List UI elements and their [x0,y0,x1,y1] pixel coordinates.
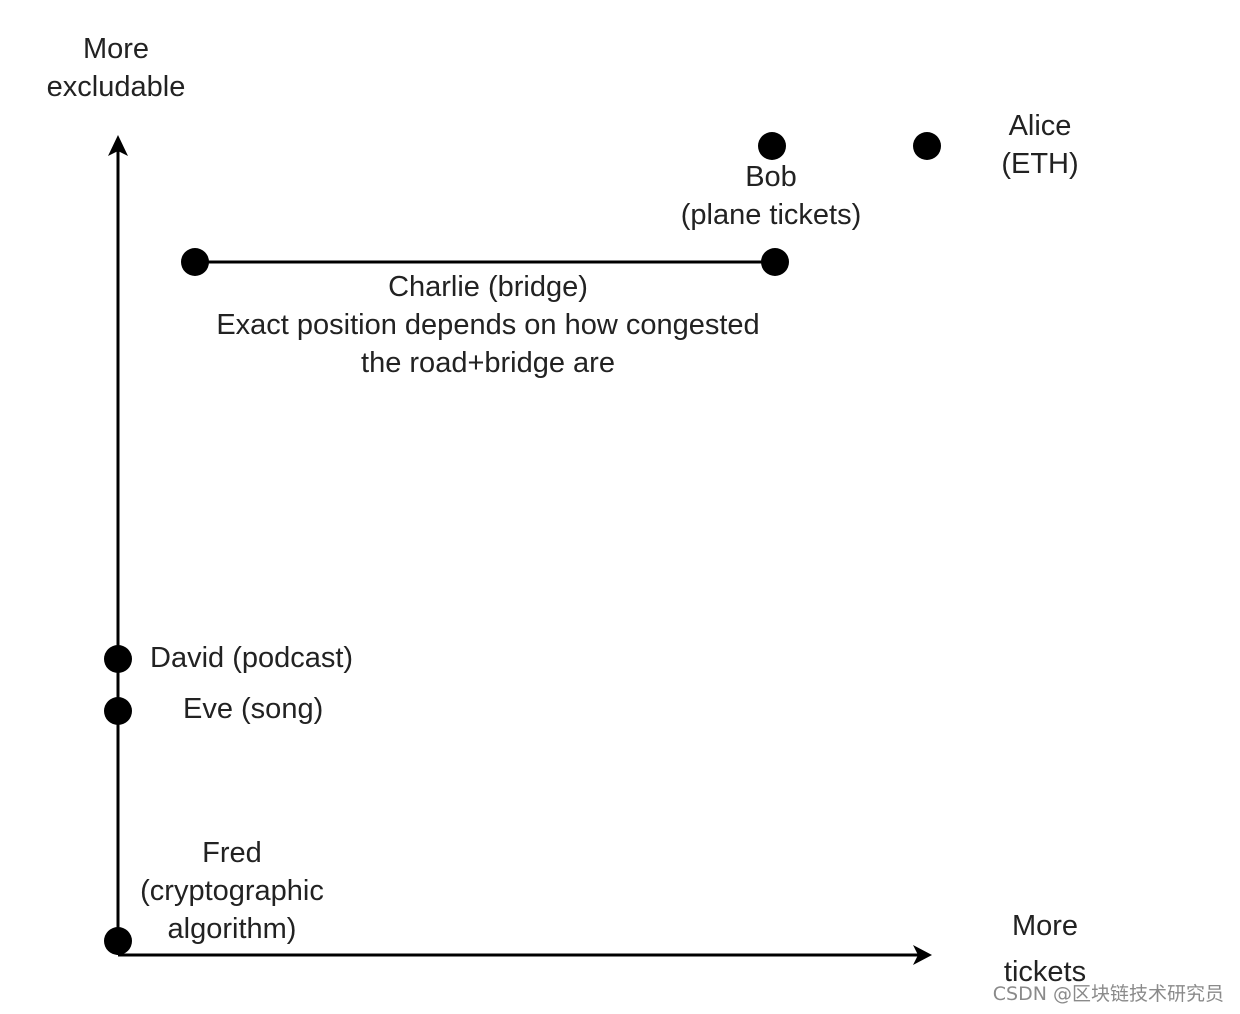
alice-label: Alice (ETH) [980,107,1100,183]
fred-name: Fred [202,837,262,869]
charlie-low-point [181,248,209,276]
charlie-high-point [761,248,789,276]
fred-desc-line-1: (cryptographic [140,875,324,907]
x-axis-arrowhead [913,945,932,965]
david-label: David (podcast) [150,642,354,674]
charlie-label: Charlie (bridge) Exact position depends … [178,268,798,382]
watermark: CSDN @区块链技术研究员 [992,983,1224,1005]
eve-label: Eve (song) [183,693,324,725]
y-axis-label: More excludable [40,30,192,106]
charlie-name: Charlie (bridge) [388,271,588,303]
x-axis-label: More tickets [990,903,1100,995]
david-point [104,645,132,673]
eve-point [104,697,132,725]
alice-name: Alice [1008,110,1072,142]
alice-desc: (ETH) [1001,148,1079,180]
bob-name: Bob [745,161,797,193]
charlie-note-line-1: Exact position depends on how congested [216,309,760,341]
alice-point [913,132,941,160]
y-axis-arrowhead [108,135,128,156]
bob-label: Bob (plane tickets) [650,158,892,234]
x-axis-label-line-2: tickets [1003,956,1087,988]
bob-point [758,132,786,160]
y-axis-label-line-2: excludable [46,71,186,103]
fred-desc-line-2: algorithm) [167,913,297,945]
fred-label: Fred (cryptographic algorithm) [122,834,342,948]
charlie-note-line-2: the road+bridge are [361,347,615,379]
y-axis-label-line-1: More [82,33,150,65]
bob-desc: (plane tickets) [680,199,862,231]
fred-point [104,927,132,955]
x-axis-label-line-1: More [1011,910,1079,942]
